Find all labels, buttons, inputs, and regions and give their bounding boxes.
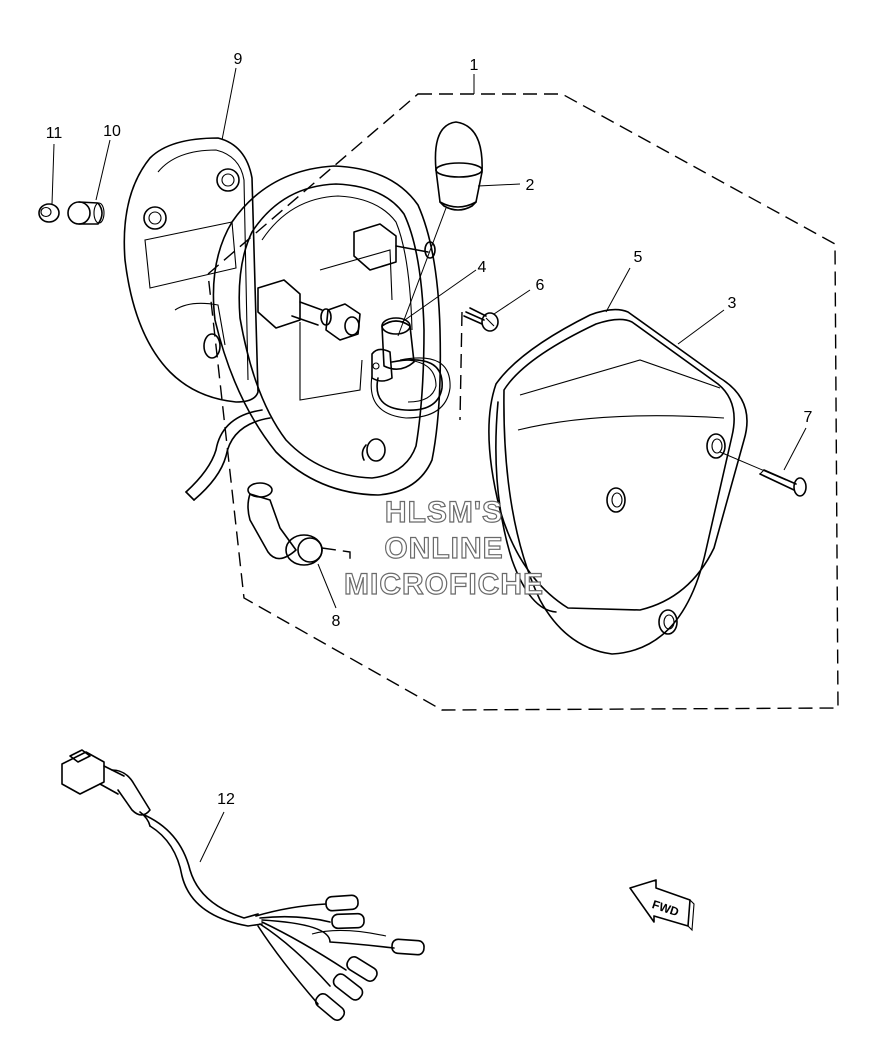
leader-9 — [221, 67, 237, 141]
forward-direction-badge: FWD — [629, 879, 695, 932]
callout-3: 3 — [728, 295, 737, 312]
part-10-collar — [67, 201, 105, 225]
assembly-boundary — [207, 93, 839, 711]
part-12-wire-harness — [61, 749, 425, 1021]
part-2-bulb — [397, 121, 483, 337]
leader-2 — [477, 183, 521, 187]
part-8-grommet — [247, 482, 351, 609]
callout-10: 10 — [103, 123, 121, 140]
part-11-nut — [38, 203, 60, 223]
leader-10 — [95, 139, 111, 201]
leader-11 — [51, 143, 55, 205]
callout-8: 8 — [332, 613, 341, 630]
leader-4 — [401, 269, 477, 323]
watermark: HLSM'S ONLINE MICROFICHE — [343, 495, 544, 601]
part-4-bulb-socket — [370, 317, 451, 419]
part-7-screw — [719, 427, 807, 497]
part-3-lens — [495, 309, 735, 655]
callout-11: 11 — [46, 125, 63, 142]
housing-wire — [185, 409, 271, 501]
callout-7: 7 — [804, 409, 813, 426]
callout-4: 4 — [478, 259, 487, 276]
part-1-lamp-housing — [212, 165, 442, 496]
watermark-line-2: ONLINE — [384, 532, 503, 565]
callout-5: 5 — [634, 249, 643, 266]
part-9-base-gasket — [123, 137, 259, 403]
callout-12: 12 — [217, 791, 235, 808]
callout-2: 2 — [526, 177, 535, 194]
watermark-line-3: MICROFICHE — [344, 568, 544, 601]
callout-6: 6 — [536, 277, 545, 294]
callout-9: 9 — [234, 51, 243, 68]
watermark-line-1: HLSM'S — [385, 496, 503, 529]
part-6-screw — [459, 289, 531, 421]
callout-1: 1 — [470, 57, 479, 74]
